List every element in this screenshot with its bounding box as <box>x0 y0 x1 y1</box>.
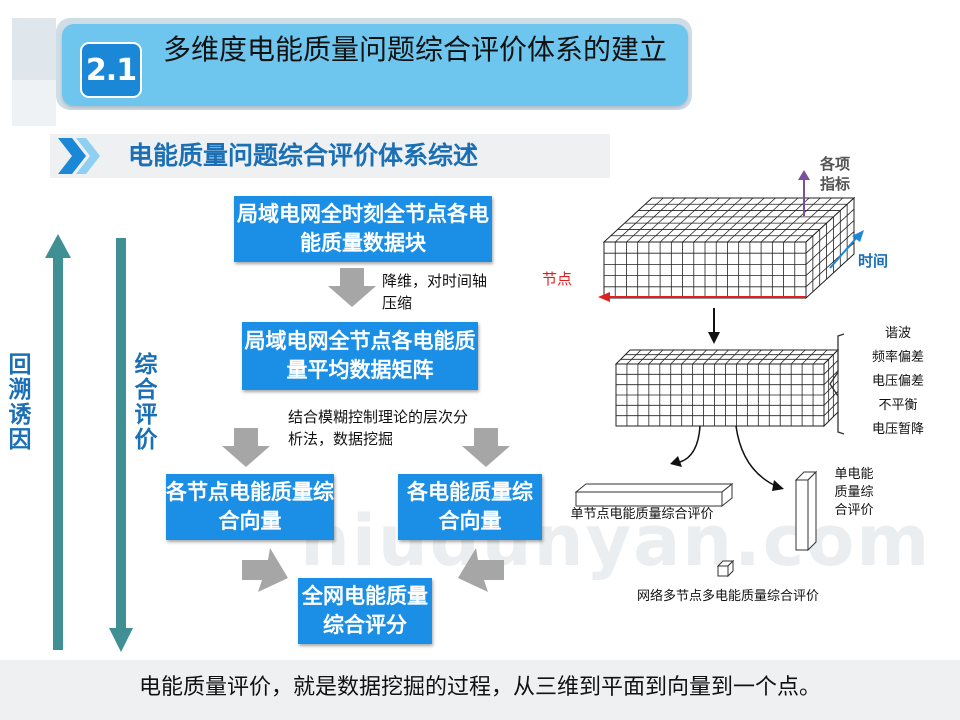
footer-conclusion: 电能质量评价，就是数据挖掘的过程，从三维到平面到向量到一个点。 <box>138 675 821 700</box>
diagonal-arrow-icon <box>242 548 288 592</box>
down-arrow-icon <box>222 428 270 467</box>
indicator-item: 电压偏差 <box>871 374 924 389</box>
subtitle-bar <box>50 134 610 178</box>
quality-vector-column <box>794 470 818 552</box>
cube-diagram <box>574 170 864 578</box>
flow-box-average-matrix: 局域电网全节点各电能质量平均数据矩阵 <box>242 322 478 390</box>
flow-box-node-vector: 各节点电能质量综合向量 <box>166 474 334 540</box>
comprehensive-evaluation-arrow <box>109 238 133 652</box>
page-title: 多维度电能质量问题综合评价体系的建立 <box>162 33 667 66</box>
note-method: 结合模糊控制理论的层次分析法，数据挖掘 <box>288 408 469 448</box>
section-badge: 2.1 <box>80 42 142 98</box>
node-axis <box>598 292 806 302</box>
axis-label-indicators: 各项指标 <box>820 155 851 193</box>
trace-back-arrow <box>45 234 71 650</box>
down-arrow-icon <box>462 428 510 467</box>
header-decoration-lower <box>12 80 56 126</box>
trace-back-label: 回溯诱因 <box>4 352 30 452</box>
indicator-item: 不平衡 <box>878 398 918 413</box>
section-subtitle: 电能质量问题综合评价体系综述 <box>128 141 479 170</box>
header-panel <box>62 24 688 106</box>
comprehensive-evaluation-label: 综合评价 <box>130 352 156 452</box>
indicator-brace <box>829 333 845 435</box>
down-arrow-icon <box>328 268 376 307</box>
indicator-axis <box>798 170 810 216</box>
flow-box-network-score: 全网电能质量综合评分 <box>298 578 432 644</box>
diagonal-arrow-icon <box>458 548 504 592</box>
node-vector-caption: 单节点电能质量综合评价 <box>570 507 714 522</box>
data-cube <box>602 196 856 428</box>
indicator-list: 谐波 频率偏差 电压偏差 不平衡 电压暂降 <box>858 322 938 442</box>
split-arrows <box>670 425 784 491</box>
quality-vector-caption: 单电能质量综合评价 <box>834 467 874 518</box>
network-point-cube <box>716 559 735 578</box>
compress-arrow <box>708 308 720 344</box>
flow-box-data-block: 局域电网全时刻全节点各电能质量数据块 <box>234 196 492 262</box>
node-vector-bar <box>574 482 734 508</box>
time-axis <box>829 230 864 269</box>
network-point-caption: 网络多节点多电能质量综合评价 <box>636 589 819 604</box>
note-reduce-dimension: 降维，对时间轴压缩 <box>382 272 488 312</box>
indicator-item: 谐波 <box>884 326 911 341</box>
axis-label-node: 节点 <box>542 270 573 288</box>
indicator-item: 电压暂降 <box>871 422 924 437</box>
flow-box-quality-vector: 各电能质量综合向量 <box>398 474 542 540</box>
axis-label-time: 时间 <box>858 252 889 270</box>
footer-bar <box>0 660 960 720</box>
indicator-item: 频率偏差 <box>871 350 924 365</box>
double-chevron-icon <box>58 138 100 174</box>
